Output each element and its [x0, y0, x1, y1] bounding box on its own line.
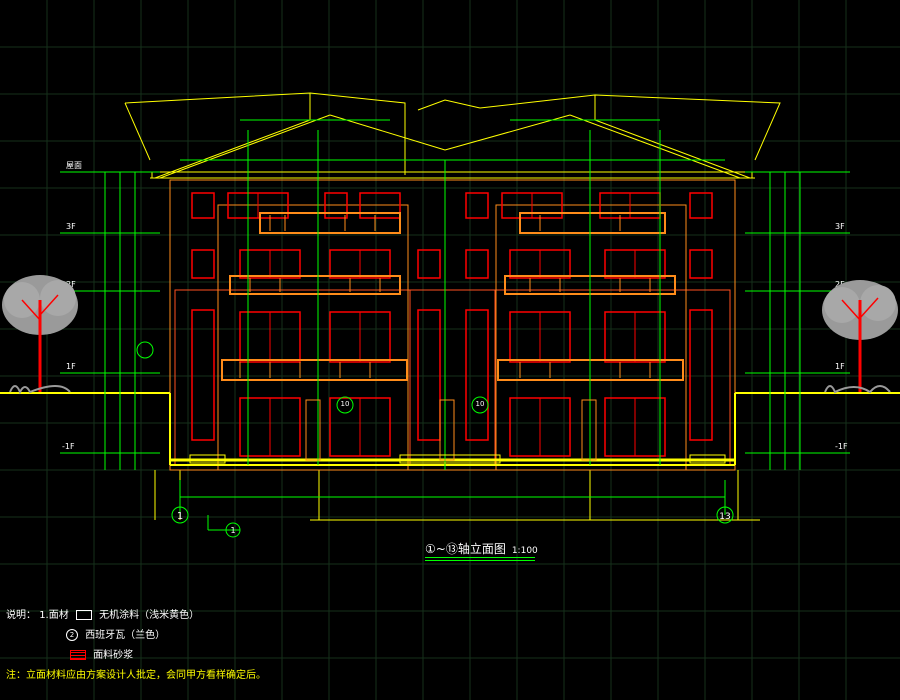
- dimension-lines: [60, 119, 850, 531]
- level-right-b1: -1F: [835, 442, 848, 451]
- circled-number-icon: 2: [66, 629, 78, 641]
- note-3-text: 面料砂浆: [93, 650, 134, 661]
- level-left-b1: -1F: [62, 442, 75, 451]
- balcony-balusters: [239, 215, 651, 378]
- title-underline: [425, 557, 535, 558]
- level-right-3f: 3F: [835, 222, 845, 231]
- balconies: [221, 212, 684, 381]
- level-left-2f: 2F: [66, 280, 76, 289]
- notes-prefix: 说明：: [6, 610, 36, 621]
- level-left-roof: 屋面: [66, 161, 82, 170]
- tree-left: [2, 275, 78, 395]
- tree-right: [822, 280, 898, 394]
- level-left-1f: 1F: [66, 362, 76, 371]
- axis-label-right: 13: [719, 512, 730, 522]
- title-underline-2: [425, 560, 535, 561]
- note-row-footnote: 注：立面材料应由方案设计人批定，会同甲方看样确定后。: [6, 666, 266, 686]
- detail-bubble-a: 1: [230, 526, 235, 535]
- swatch-red-hatch-icon: [70, 650, 86, 660]
- axis-label-left: 1: [177, 511, 183, 522]
- note-1-number: 1.面材: [39, 610, 69, 621]
- axis-bubbles: [136, 341, 734, 538]
- legend-notes: 说明： 1.面材 无机涂料（浅米黄色） 2 西班牙瓦（兰色） 面料砂浆 注：立面…: [6, 606, 266, 686]
- drawing-scale: 1:100: [511, 546, 538, 556]
- footnote-text: 注：立面材料应由方案设计人批定，会同甲方看样确定后。: [6, 670, 266, 681]
- note-row-2: 2 西班牙瓦（兰色）: [6, 626, 266, 646]
- note-row-1: 说明： 1.面材 无机涂料（浅米黄色）: [6, 606, 266, 626]
- level-right-1f: 1F: [835, 362, 845, 371]
- detail-bubble-b1: 10: [341, 400, 350, 408]
- entrance-details: [189, 399, 726, 464]
- drawing-title: ①~⑬轴立面图 1:100: [425, 540, 538, 557]
- note-row-3: 面料砂浆: [6, 646, 266, 666]
- note-1-text: 无机涂料（浅米黄色）: [99, 610, 200, 621]
- swatch-white-icon: [75, 610, 92, 620]
- drawing-title-text: ①~⑬轴立面图: [425, 542, 506, 556]
- detail-bubble-b2: 10: [476, 400, 485, 408]
- level-left-3f: 3F: [66, 222, 76, 231]
- note-2-text: 西班牙瓦（兰色）: [85, 630, 166, 641]
- roof-outline: [124, 92, 781, 521]
